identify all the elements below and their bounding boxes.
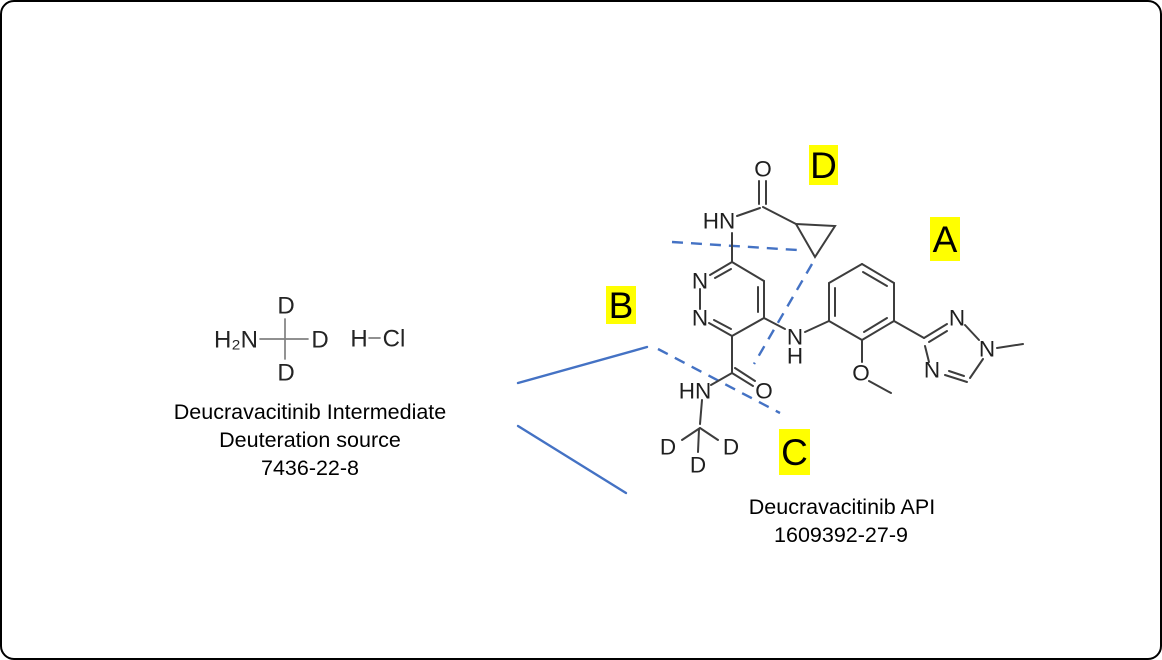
callout-line-upper xyxy=(516,345,649,385)
cyclopropyl-ring xyxy=(794,222,837,259)
intermediate-name-line1: Deucravacitinib Intermediate xyxy=(174,400,446,424)
atom-triazole-n-bottom: N xyxy=(924,358,940,383)
atom-h: H xyxy=(350,326,367,353)
bond-double-inner xyxy=(714,268,732,279)
atom-cl: Cl xyxy=(383,326,406,353)
atom-h2n: H₂N xyxy=(214,327,258,354)
bond-nh-to-benzene xyxy=(804,320,830,333)
region-label-b: B xyxy=(606,286,636,324)
callout-line-lower xyxy=(516,424,628,495)
pyridazine-ring xyxy=(699,261,765,337)
atom-cd3-d-left: D xyxy=(660,435,676,460)
atom-pyridazine-n2: N xyxy=(692,306,708,331)
atom-d-right: D xyxy=(311,327,328,354)
methoxy-group xyxy=(861,339,892,394)
region-label-a: A xyxy=(930,217,960,261)
disconnection-line-d xyxy=(671,240,798,252)
bond xyxy=(681,427,701,441)
bond-double-inner xyxy=(948,370,965,377)
intermediate-cas-number: 7436-22-8 xyxy=(261,456,359,480)
bond xyxy=(923,323,948,339)
atom-d-bottom: D xyxy=(277,360,294,387)
api-cas-number: 1609392-27-9 xyxy=(774,523,908,547)
bond xyxy=(697,428,700,453)
bond xyxy=(762,206,797,225)
bond-double xyxy=(731,372,754,387)
triazole-ring xyxy=(923,323,1024,383)
bond xyxy=(969,358,984,379)
cyclopropanecarboxamide-group xyxy=(731,180,837,263)
methyl-d3-amide-group xyxy=(681,335,756,453)
atom-o-top: O xyxy=(754,157,772,182)
bond-ring-to-nh xyxy=(763,317,786,330)
bond xyxy=(828,263,863,284)
atom-aniline-n: N xyxy=(787,325,803,350)
benzene-ring xyxy=(828,263,895,341)
disconnection-dashed-lines xyxy=(657,240,814,415)
bond xyxy=(731,261,765,282)
region-label-d: D xyxy=(809,144,838,186)
captions: Deucravacitinib Intermediate Deuteration… xyxy=(174,400,935,547)
atom-d-top: D xyxy=(277,293,294,320)
region-label-c: C xyxy=(779,429,810,475)
atom-cd3-d-right: D xyxy=(723,435,739,460)
bond xyxy=(944,374,968,383)
bond-n-methyl xyxy=(996,343,1024,349)
atom-hn-bottom: HN xyxy=(679,379,712,404)
bond xyxy=(861,320,895,341)
atom-hn-top: HN xyxy=(703,209,736,234)
bond xyxy=(699,427,719,441)
bond-benzene-to-triazole xyxy=(893,320,925,339)
bond-double-inner xyxy=(863,317,888,333)
bond xyxy=(736,207,761,217)
atom-triazole-n-top: N xyxy=(949,306,965,331)
bond-double-inner xyxy=(713,319,732,330)
atom-pyridazine-n1: N xyxy=(692,269,708,294)
intermediate-molecule-bonds xyxy=(259,318,381,360)
bond xyxy=(964,324,980,341)
api-name: Deucravacitinib API xyxy=(749,495,935,519)
atom-cd3-d-bottom: D xyxy=(690,453,706,478)
api-molecule-atoms: O HN N N N H O N N N HN O D D D xyxy=(660,157,995,478)
disconnection-line-c xyxy=(657,347,781,415)
atom-triazole-n-right: N xyxy=(979,337,995,362)
bond-double xyxy=(734,367,756,382)
atom-aniline-h: H xyxy=(787,344,803,369)
atom-methoxy-o: O xyxy=(852,361,870,386)
bond xyxy=(868,380,892,394)
disconnection-line-diagonal xyxy=(752,263,814,365)
bond xyxy=(708,322,733,337)
bond xyxy=(731,317,765,337)
api-molecule-bonds xyxy=(681,180,1024,453)
intermediate-molecule-atoms: H₂N D D D H Cl xyxy=(214,293,405,387)
bond xyxy=(924,345,930,363)
bond-double-inner xyxy=(862,271,888,287)
bond xyxy=(699,399,703,425)
callout-lines xyxy=(516,345,649,495)
bond xyxy=(710,372,733,386)
bond-double-inner xyxy=(928,330,948,343)
intermediate-name-line2: Deuteration source xyxy=(219,428,401,452)
bond xyxy=(709,261,733,276)
atom-o-bottom: O xyxy=(755,379,773,404)
bond xyxy=(828,320,863,341)
bond xyxy=(861,263,895,284)
